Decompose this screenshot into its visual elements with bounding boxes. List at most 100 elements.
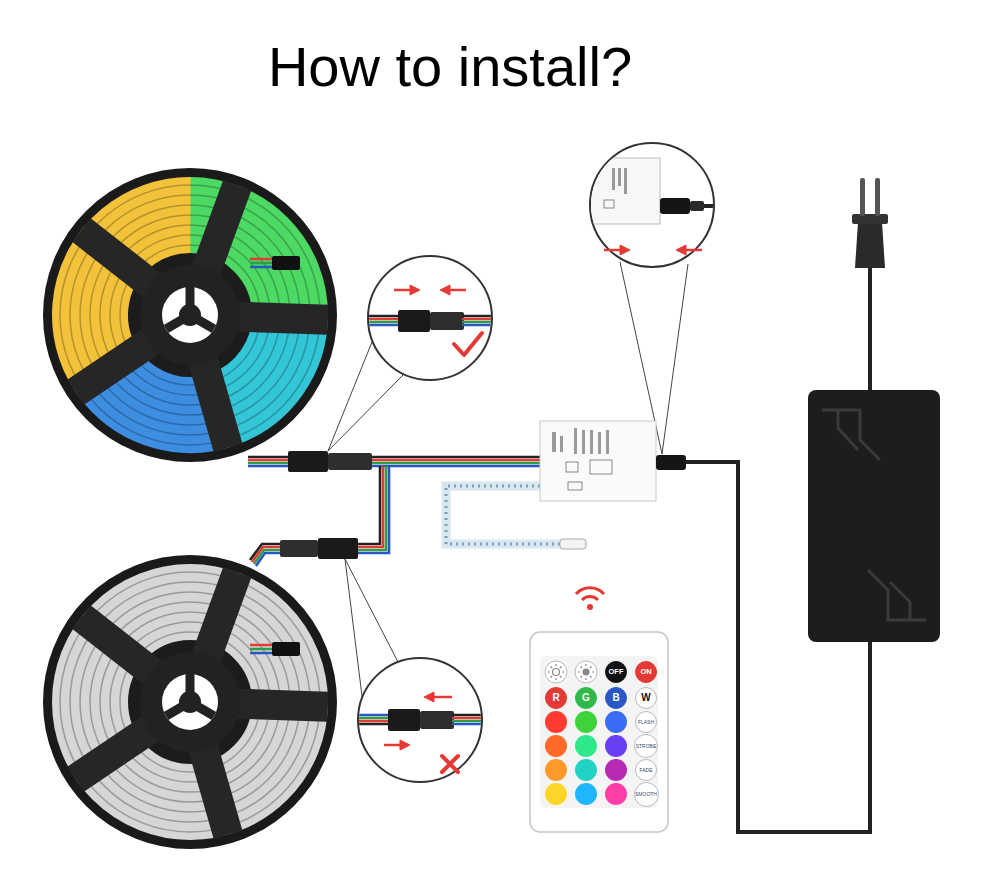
zoom-detail — [704, 204, 720, 208]
zoom-detail — [586, 158, 660, 224]
push-arrow — [620, 245, 630, 255]
wire — [250, 266, 272, 269]
color-button — [545, 711, 627, 805]
signal-icon — [582, 597, 598, 600]
wire — [250, 644, 272, 647]
zoom-detail — [430, 312, 464, 330]
brightness-button — [545, 661, 567, 683]
adapter-pattern — [838, 410, 858, 450]
connector-male — [280, 540, 318, 557]
zoom-detail — [462, 324, 496, 327]
zoom-detail — [690, 201, 704, 211]
color-button — [575, 783, 597, 805]
remote-button: W — [635, 687, 657, 709]
zoom-detail — [366, 324, 400, 327]
button-label: OFF — [609, 668, 624, 676]
remote-button: B — [605, 687, 627, 709]
controller-marks — [590, 430, 593, 454]
zoom-detail — [356, 720, 390, 723]
button-label: G — [582, 693, 590, 703]
brightness-button — [583, 669, 590, 676]
zoom-detail — [398, 310, 430, 332]
remote-button: OFF — [605, 661, 627, 683]
color-button — [605, 711, 627, 733]
color-button — [545, 711, 567, 733]
push-arrow — [384, 744, 402, 747]
leader-line — [345, 559, 398, 662]
push-arrow — [432, 696, 452, 699]
wire-bundle — [370, 462, 542, 465]
brightness-button — [575, 661, 597, 683]
zoom-detail — [452, 714, 486, 717]
zoom-detail — [618, 168, 621, 186]
adapter-pattern — [822, 410, 926, 620]
controller-marks — [560, 436, 563, 452]
wire-bundle — [370, 456, 542, 459]
mains-cable — [868, 268, 872, 390]
push-arrow — [400, 740, 410, 750]
led-reel-color — [47, 172, 333, 458]
push-arrow — [394, 289, 412, 292]
wire — [250, 648, 272, 651]
push-arrow — [384, 692, 452, 750]
push-arrow — [604, 249, 622, 252]
push-arrow — [604, 245, 702, 255]
adapter-pattern — [868, 570, 926, 620]
controller-marks — [566, 462, 578, 472]
leader-line — [345, 559, 362, 696]
controller-marks — [568, 482, 582, 490]
zoom-detail — [462, 318, 496, 321]
remote-button: SMOOTH — [634, 782, 659, 807]
wire — [250, 258, 272, 261]
wire-bundle — [248, 462, 290, 465]
zoom-detail — [366, 321, 400, 324]
zoom-detail — [388, 709, 420, 731]
wire-bundle — [248, 459, 290, 462]
connector-female — [328, 453, 372, 470]
reel-plug — [272, 256, 300, 270]
brightness-button — [578, 664, 594, 680]
remote-control — [530, 632, 668, 832]
zoom-detail — [660, 198, 690, 214]
wire-bundle — [248, 457, 542, 566]
wire-bundle — [356, 466, 380, 544]
zoom-detail — [604, 200, 614, 208]
remote-button: FLASH — [635, 711, 657, 733]
button-label: STROBE — [636, 744, 657, 749]
remote-button: G — [575, 687, 597, 709]
push-arrow — [676, 245, 686, 255]
remote-button: STROBE — [634, 734, 658, 758]
push-arrow — [448, 289, 466, 292]
remote-panel — [540, 656, 658, 808]
color-button — [575, 759, 597, 781]
wire-bundle — [356, 466, 383, 547]
connector-female — [318, 538, 358, 559]
button-label: SMOOTH — [635, 792, 657, 797]
controller-marks — [552, 432, 556, 452]
button-label: FLASH — [638, 720, 654, 725]
color-button — [575, 711, 597, 733]
cross-mark — [442, 756, 458, 772]
push-arrow — [424, 692, 434, 702]
controller-marks — [574, 428, 577, 454]
zoom-detail — [462, 321, 496, 324]
zoom-detail — [452, 717, 486, 720]
brightness-button — [548, 664, 564, 680]
check-mark — [454, 333, 482, 355]
zoom-detail — [366, 315, 400, 318]
adapter-pattern — [890, 582, 910, 620]
remote-button: ON — [635, 661, 657, 683]
ir-receiver-head — [560, 539, 586, 549]
push-arrow — [410, 285, 420, 295]
zoom-detail — [612, 168, 615, 190]
zoom-detail — [420, 711, 454, 729]
button-label: R — [552, 693, 559, 703]
controller-marks — [598, 432, 601, 454]
cross-mark — [442, 756, 458, 772]
leader-line — [328, 342, 372, 451]
plug-pin — [875, 178, 880, 216]
remote-button: R — [545, 687, 567, 709]
push-arrow — [440, 285, 450, 295]
brightness-button — [545, 661, 597, 683]
